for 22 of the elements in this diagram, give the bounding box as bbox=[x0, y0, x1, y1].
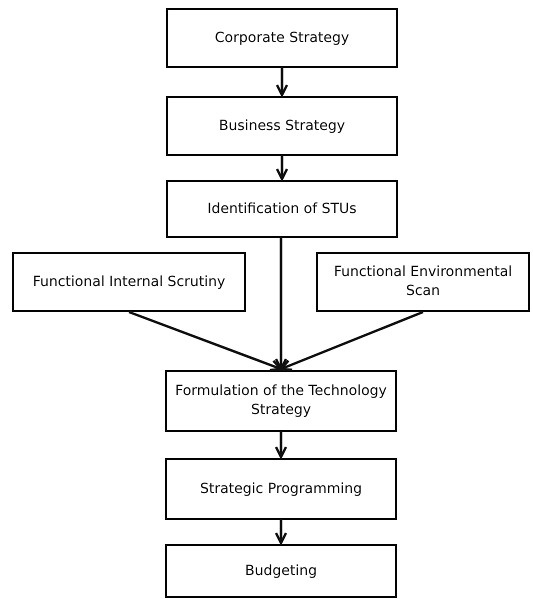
box-label: Identification of STUs bbox=[207, 200, 357, 218]
box-label: Strategic Programming bbox=[200, 480, 362, 498]
box-label: Budgeting bbox=[244, 562, 317, 580]
box-label: Corporate Strategy bbox=[214, 28, 350, 48]
arrow bbox=[276, 156, 288, 180]
arrow bbox=[274, 520, 288, 544]
process-box bbox=[165, 544, 397, 598]
box-label: Business Strategy bbox=[218, 116, 346, 136]
arrow bbox=[274, 432, 288, 458]
process-box bbox=[166, 96, 398, 156]
arrow bbox=[280, 310, 424, 372]
process-box bbox=[316, 252, 530, 312]
box-label: Functional Internal Scrutiny bbox=[32, 272, 226, 292]
box-label: Formulation of the Technology Strategy bbox=[175, 382, 387, 420]
arrow bbox=[276, 68, 288, 96]
process-box bbox=[12, 252, 246, 312]
process-box bbox=[166, 180, 398, 238]
box-label: Functional Environmental Scan bbox=[332, 263, 514, 301]
process-box bbox=[165, 370, 397, 432]
arrow bbox=[128, 310, 282, 372]
process-box bbox=[165, 458, 397, 520]
process-box bbox=[166, 8, 398, 68]
